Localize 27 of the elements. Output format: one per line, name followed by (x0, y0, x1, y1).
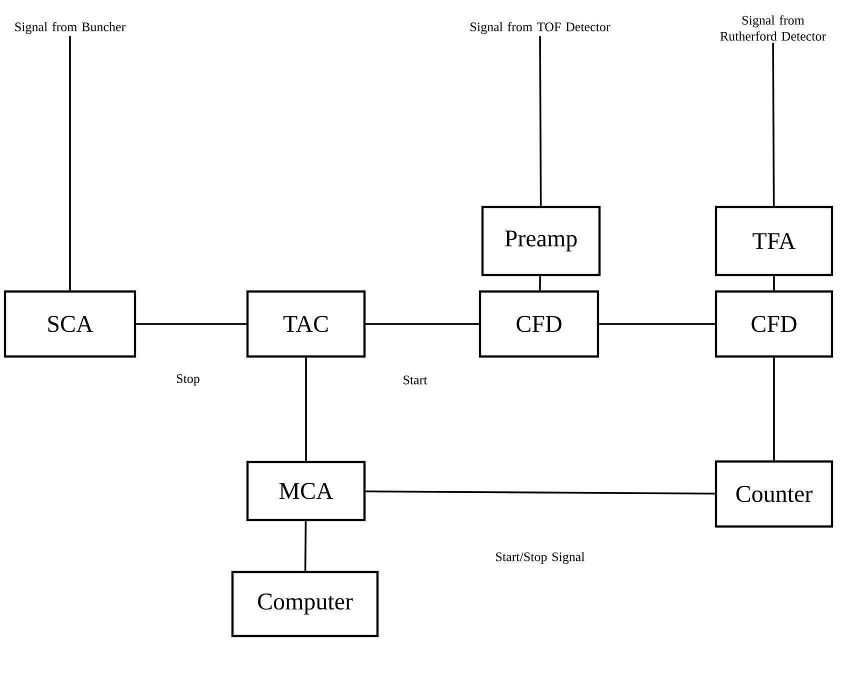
module-box: Counter (714, 460, 834, 528)
module-box: SCA (4, 290, 136, 358)
connector-line (773, 358, 775, 460)
connector-line (773, 276, 775, 290)
connector-line (136, 323, 246, 325)
connector-line (366, 323, 479, 325)
module-box: MCA (246, 460, 366, 522)
edge-label: Start/Stop Signal (496, 552, 585, 564)
module-box: Computer (231, 570, 379, 638)
connector-line (69, 36, 71, 290)
signal-label: Signal from Rutherford Detector (720, 15, 826, 41)
connector-line (538, 276, 542, 290)
module-box: TFA (714, 206, 834, 276)
connector-line (304, 521, 307, 571)
connector-line (539, 36, 542, 206)
connector-line (772, 42, 775, 206)
signal-label: Signal from TOF Detector (470, 22, 610, 34)
connector-line (305, 358, 307, 461)
connector-line (599, 323, 715, 325)
module-box: CFD (478, 290, 600, 358)
module-box: TAC (246, 290, 366, 358)
edge-label: Stop (176, 374, 200, 386)
module-box: CFD (714, 290, 834, 358)
signal-label: Signal from Buncher (15, 22, 126, 34)
edge-label: Start (404, 376, 428, 384)
connector-line (366, 490, 715, 495)
module-box: Preamp (481, 206, 601, 276)
